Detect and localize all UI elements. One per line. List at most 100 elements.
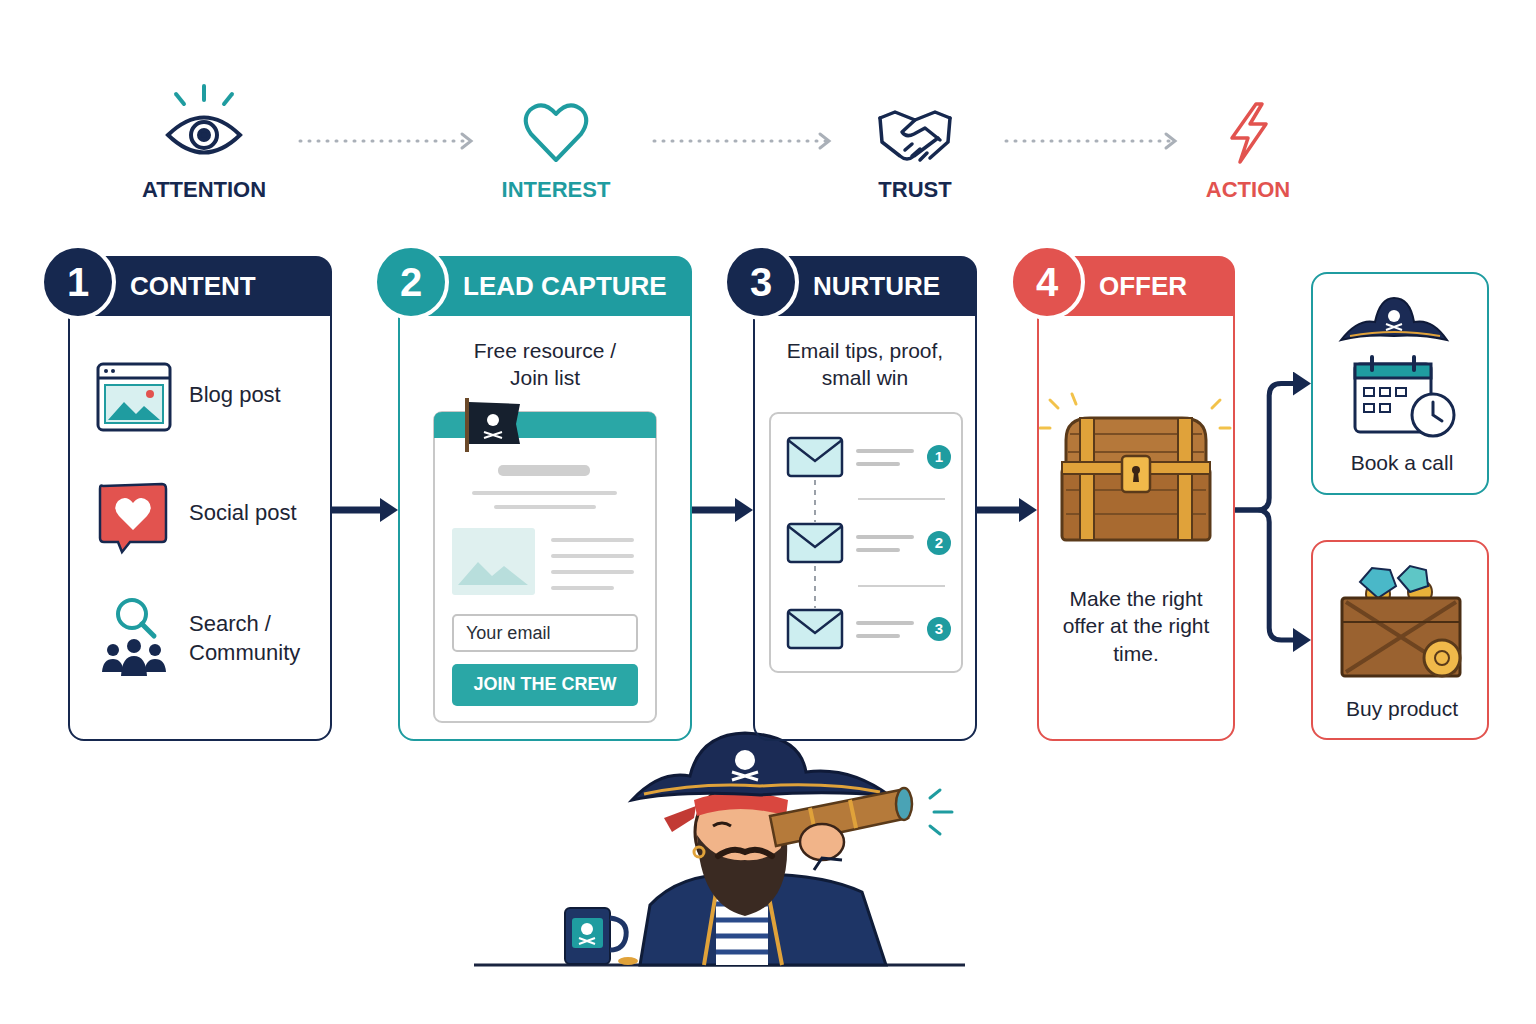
treasure-chest-part [1178, 418, 1192, 540]
email-sequence-mockup-part-part [788, 438, 842, 476]
node-text: 4 [1009, 244, 1085, 320]
browser-icon-part [98, 364, 170, 430]
email-sequence-mockup-part [788, 438, 842, 648]
signup-form-mockup-part [484, 432, 502, 438]
stage-arrows-part [654, 140, 826, 143]
email-sequence-mockup-part-part [858, 535, 912, 539]
flow-arrow [692, 507, 739, 514]
pirate-illustration-part-part [934, 811, 952, 814]
flow-arrow [977, 507, 1023, 514]
cta-button: JOIN THE CREW [452, 664, 638, 706]
step-number: 1 [927, 445, 951, 469]
node-text: 2 [373, 244, 449, 320]
flow-arrow [332, 507, 384, 514]
calendar-hat-icon-part-part [1396, 388, 1406, 396]
treasure-chest-part-part [1212, 400, 1220, 408]
pirate-illustration-part [814, 858, 842, 870]
stage-label: TRUST [805, 176, 1025, 205]
pirate-illustration [474, 733, 965, 965]
node-text: Search / Community [189, 610, 327, 667]
stage-arrows-part [462, 134, 471, 148]
eye-icon-part [202, 86, 206, 100]
step-number: 3 [927, 617, 951, 641]
node-text: 1 [40, 244, 116, 320]
email-sequence-mockup-part [814, 480, 816, 522]
email-sequence-mockup-part [858, 498, 945, 500]
signup-form-mockup-part [434, 412, 656, 722]
treasure-chest-part [1080, 418, 1094, 540]
signup-form-mockup-part [465, 398, 469, 452]
pirate-illustration-part [694, 847, 704, 857]
pirate-illustration-part-part [930, 790, 940, 798]
email-sequence-mockup-part-part [788, 526, 842, 547]
node-text: Book a call [1319, 449, 1485, 476]
signup-form-mockup [434, 398, 656, 722]
browser-icon-part [108, 402, 160, 420]
gem-crate-icon-part [1360, 568, 1396, 598]
calendar-hat-icon-part-part [1380, 404, 1390, 412]
stage-arrows-part [300, 140, 468, 143]
eye-icon-part [191, 122, 217, 148]
eye-icon-part [176, 94, 184, 104]
search-community-icon-part [144, 659, 166, 672]
treasure-chest-part-part [1050, 400, 1058, 408]
search-community-icon-part [121, 656, 147, 676]
pirate-illustration-part-part [930, 826, 940, 834]
eye-icon [168, 86, 240, 153]
eye-icon-part [168, 118, 240, 153]
node-text: Email tips, proof, small win [781, 337, 949, 392]
stage-arrows-part [820, 134, 829, 148]
signup-form-mockup-part [452, 528, 535, 595]
email-sequence-mockup-part [770, 413, 962, 672]
pirate-illustration-part [572, 918, 603, 948]
calendar-hat-icon-part [1350, 332, 1440, 336]
gem-crate-icon [1342, 566, 1460, 676]
calendar-hat-icon-part [1370, 357, 1374, 370]
pirate-illustration-part [579, 938, 595, 944]
pirate-illustration-part [697, 835, 787, 916]
card-body [1037, 284, 1235, 741]
node-text: 3 [927, 617, 951, 641]
calendar-hat-icon-part-part [1364, 388, 1374, 396]
pirate-illustration-part [732, 772, 758, 780]
node-text: 2 [927, 531, 951, 555]
treasure-chest-part [1133, 472, 1139, 482]
pirate-illustration-part [664, 806, 696, 832]
gem-crate-icon-part [1342, 598, 1460, 676]
gem-crate-icon-part [1342, 621, 1460, 623]
calendar-hat-icon-part [1433, 402, 1442, 421]
email-sequence-mockup-part-part [858, 449, 912, 453]
pirate-illustration-part [930, 790, 952, 834]
signup-form-mockup-part [469, 402, 520, 444]
flow-arrow [1235, 510, 1297, 640]
social-icon [100, 484, 166, 552]
email-sequence-mockup-part-part [788, 440, 842, 461]
outcome-box: Book a call [1311, 272, 1489, 495]
signup-form-mockup-part [474, 491, 615, 495]
signup-form-mockup-part [553, 554, 632, 558]
calendar-hat-icon-part [1412, 357, 1416, 370]
search-community-icon [102, 600, 166, 676]
calendar-hat-icon-part [1355, 364, 1431, 378]
email-sequence-mockup-part-part [788, 612, 842, 633]
handshake-icon-part [902, 120, 940, 140]
pirate-illustration-part-part [716, 950, 768, 955]
pirate-illustration-part-part [716, 918, 768, 923]
signup-form-mockup-part [553, 570, 632, 574]
calendar-hat-icon-part [1388, 310, 1400, 322]
email-sequence-mockup-part-part [858, 462, 898, 466]
browser-icon-part [105, 385, 163, 423]
gem-crate-icon-part [1435, 651, 1449, 665]
stage-label: INTEREST [446, 176, 666, 205]
gem-crate-icon-part [1424, 640, 1460, 676]
treasure-chest [1040, 394, 1230, 540]
pirate-illustration-part [800, 824, 844, 860]
calendar-hat-icon-part [1386, 324, 1402, 330]
node-text: NURTURE [813, 256, 969, 316]
eye-icon-part [224, 94, 232, 104]
email-sequence-mockup-part-part [858, 621, 912, 625]
calendar-hat-icon-part-part [1380, 388, 1390, 396]
step-number: 2 [927, 531, 951, 555]
browser-icon [98, 364, 170, 430]
node-text: Blog post [189, 381, 327, 410]
